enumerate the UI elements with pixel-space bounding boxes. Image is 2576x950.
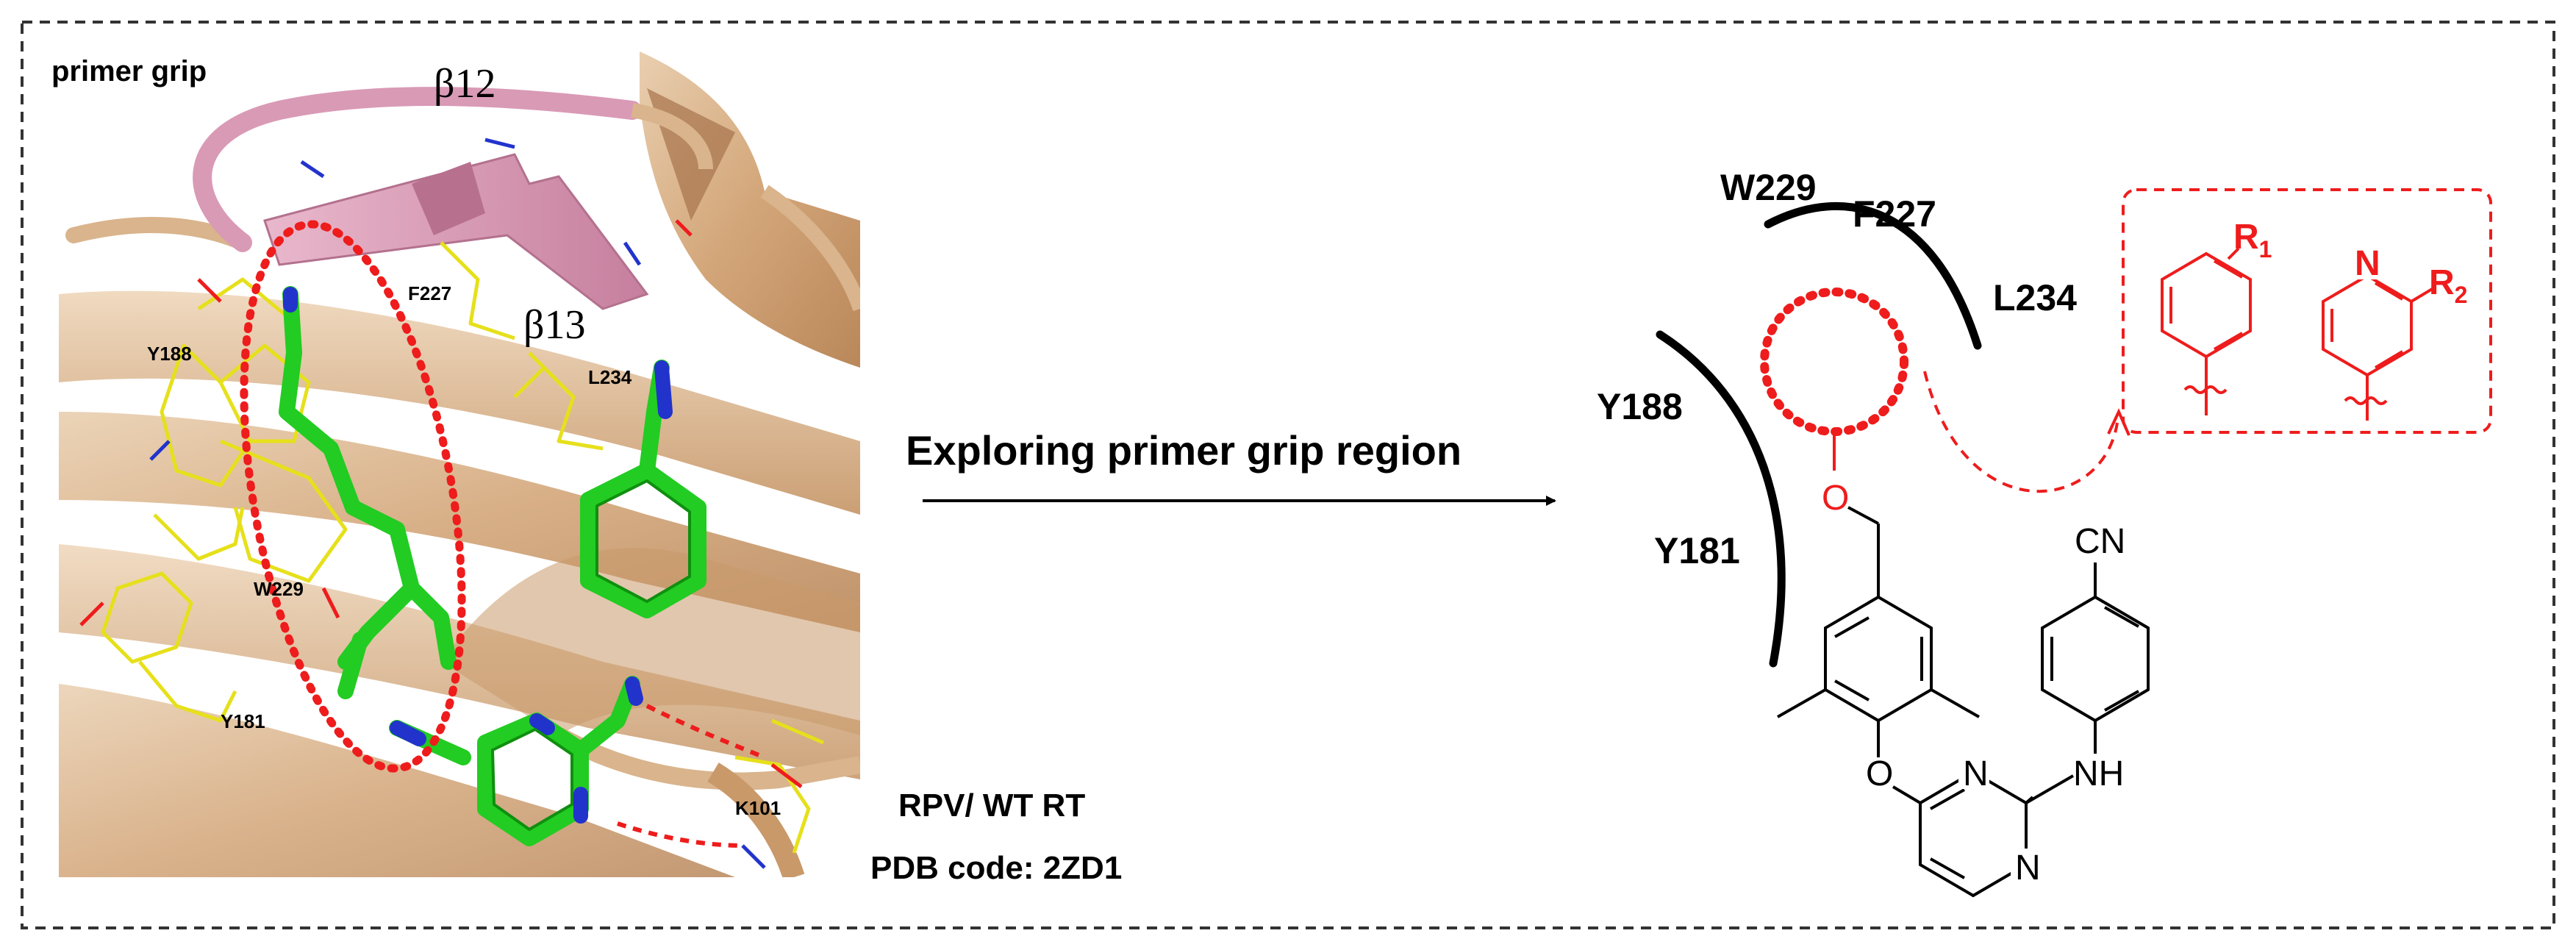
sidechain-heteroatoms <box>79 138 803 869</box>
residue-y181-label: Y181 <box>221 710 265 732</box>
residue-w229-right: W229 <box>1720 167 1817 208</box>
r1-label: R1 <box>2233 218 2272 262</box>
pocket-arc-upper <box>1764 201 1982 350</box>
residue-f227-label: F227 <box>408 282 451 304</box>
residue-sidechains <box>101 241 824 854</box>
r2-label: R2 <box>2429 263 2467 308</box>
residue-l234-right: L234 <box>1993 277 2077 318</box>
substituted-phenyl <box>2161 247 2252 415</box>
complex-caption: RPV/ WT RT <box>898 788 1085 824</box>
pocket-circle <box>1760 288 1908 436</box>
protein-structure-panel <box>59 43 860 877</box>
residue-l234-label: L234 <box>588 366 632 388</box>
beta13-label: β13 <box>523 302 586 348</box>
pocket-ellipse <box>240 220 466 773</box>
pocket-arc-left <box>1656 330 1786 668</box>
pyridine-n: N <box>2355 244 2380 283</box>
amine-nh: NH <box>2073 754 2124 793</box>
arrow-label: Exploring primer grip region <box>906 427 1461 474</box>
pyrimidine-n-bottom: N <box>2015 849 2041 888</box>
beta12-label: β12 <box>434 61 496 107</box>
ether-oxygen: O <box>1822 479 1849 518</box>
substituent-box <box>2122 188 2492 434</box>
hydrogen-bonds <box>617 704 766 848</box>
residue-y181-right: Y181 <box>1654 530 1740 571</box>
cyano-group: CN <box>2075 522 2125 561</box>
pyrimidine-n-top: N <box>1963 754 1989 793</box>
pdb-code-caption: PDB code: 2ZD1 <box>870 850 1122 886</box>
substituted-pyridine <box>2322 274 2435 421</box>
residue-w229-label: W229 <box>254 578 304 600</box>
primer-grip-loop <box>193 87 713 310</box>
linker-oxygen: O <box>1866 754 1893 793</box>
exploration-arrow <box>1923 371 2119 493</box>
residue-f227-right: F227 <box>1853 193 1936 235</box>
residue-y188-label: Y188 <box>147 343 192 365</box>
primer-grip-title: primer grip <box>51 55 207 88</box>
residue-k101-label: K101 <box>735 797 781 819</box>
residue-y188-right: Y188 <box>1597 386 1683 427</box>
chemical-structure: W229 F227 L234 Y188 Y181 O O N N <box>1597 167 2492 898</box>
outer-frame <box>21 21 2555 929</box>
